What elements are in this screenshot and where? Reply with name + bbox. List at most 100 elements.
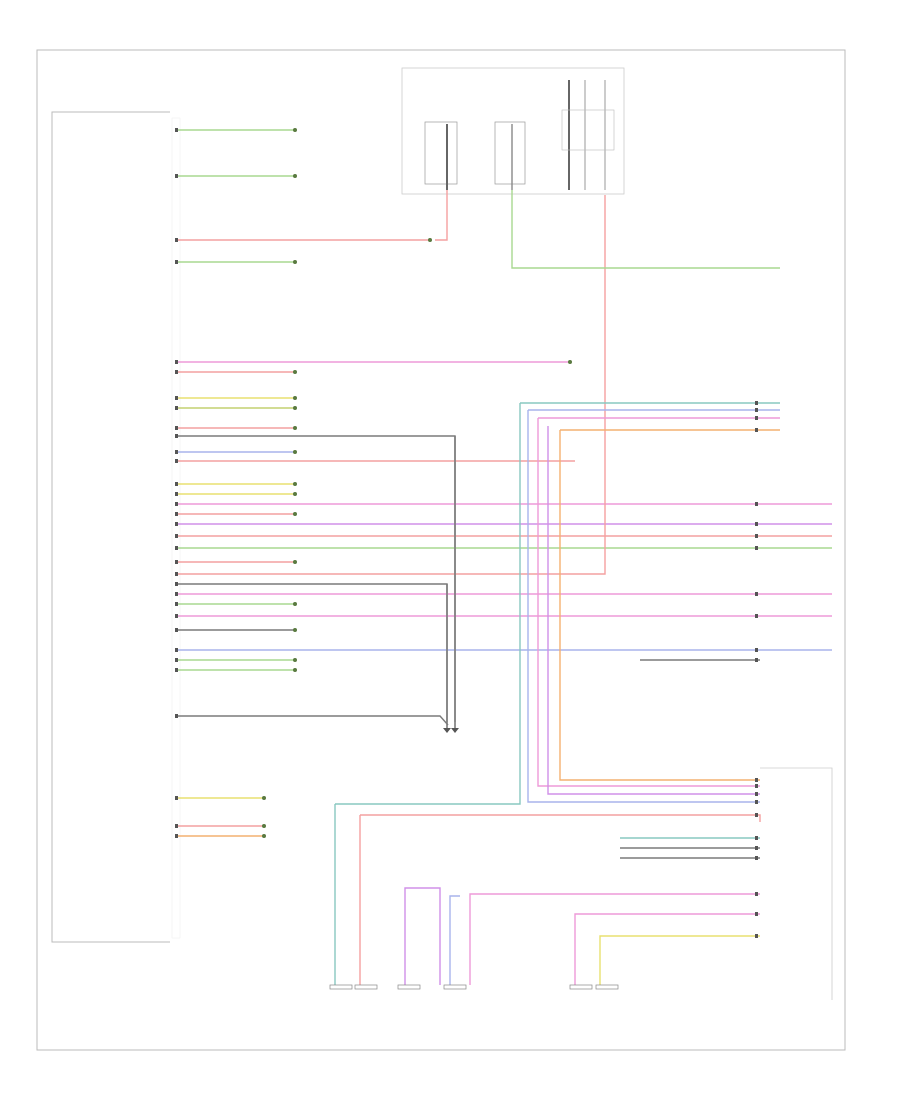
module-pin-2 [175, 174, 178, 178]
fuse-block [561, 80, 615, 190]
right-terminal-18 [755, 836, 758, 840]
module-pin-25 [175, 614, 178, 618]
module-pin-5 [175, 360, 178, 364]
right-terminal-10 [755, 614, 758, 618]
wire-violet-drop [547, 426, 760, 795]
module-pin-23 [175, 592, 178, 596]
wire-pin-30 [178, 715, 449, 726]
connector-bracket-right [760, 767, 833, 1000]
wire-pink-bottom-b [574, 913, 760, 985]
right-terminal-13 [755, 778, 758, 782]
module-pin-22 [175, 582, 178, 586]
module-pin-6 [175, 370, 178, 374]
wire-pin-21 [178, 195, 606, 575]
right-terminal-11 [755, 648, 758, 652]
wire-end-28 [293, 658, 297, 662]
right-terminal-5 [755, 502, 758, 506]
wire-end-14 [293, 492, 297, 496]
wire-violet-bottom [404, 887, 441, 985]
module-pin-33 [175, 834, 178, 838]
wire-blue-bottom [449, 895, 460, 985]
module-pin-13 [175, 482, 178, 486]
module-pin-21 [175, 572, 178, 576]
right-terminal-3 [755, 416, 758, 420]
wire-end-5 [568, 360, 572, 364]
module-pin-27 [175, 648, 178, 652]
wire-relay-green [511, 190, 780, 269]
module-pin-8 [175, 406, 178, 410]
wire-end-4 [293, 260, 297, 264]
module-pin-10 [175, 434, 178, 438]
bottom-connector-6 [595, 984, 619, 990]
wire-end-31 [262, 796, 266, 800]
right-terminal-7 [755, 534, 758, 538]
wire-yellow-bottom [599, 935, 760, 985]
wire-blue-drop [527, 410, 760, 803]
wire-teal-drop [335, 403, 521, 805]
wire-end-33 [262, 834, 266, 838]
module-pin-7 [175, 396, 178, 400]
connector-group [175, 128, 758, 990]
wire-end-11 [293, 450, 297, 454]
module-pin-20 [175, 560, 178, 564]
wire-end-32 [262, 824, 266, 828]
wire-fuse-red-vertical [435, 190, 448, 241]
fuse-relay-box [401, 67, 625, 195]
module-pin-9 [175, 426, 178, 430]
right-terminal-8 [755, 546, 758, 550]
module-pin-column [171, 117, 181, 939]
module-pin-4 [175, 260, 178, 264]
wire-end-3 [428, 238, 432, 242]
bottom-connector-3 [397, 984, 421, 990]
right-terminal-2 [755, 408, 758, 412]
right-terminal-1 [755, 401, 758, 405]
right-terminal-17 [755, 813, 758, 817]
right-terminal-14 [755, 784, 758, 788]
module-pin-29 [175, 668, 178, 672]
ground-symbol-2 [451, 728, 459, 733]
bottom-connector-1 [329, 984, 353, 990]
wire-end-24 [293, 602, 297, 606]
module-pin-26 [175, 628, 178, 632]
diagram-frame [36, 49, 846, 1051]
module-pin-1 [175, 128, 178, 132]
module-pin-30 [175, 714, 178, 718]
wire-end-9 [293, 426, 297, 430]
right-terminal-15 [755, 792, 758, 796]
wire-pink-bottom-a [469, 893, 760, 985]
relay-2 [494, 121, 526, 190]
wire-end-13 [293, 482, 297, 486]
ground-symbol-1 [443, 728, 451, 733]
right-terminal-21 [755, 892, 758, 896]
right-terminal-22 [755, 912, 758, 916]
module-pin-12 [175, 459, 178, 463]
module-bracket [51, 111, 170, 943]
wire-red-bottom [360, 814, 761, 822]
bottom-connector-2 [354, 984, 378, 990]
wire-orange-drop [559, 430, 760, 781]
module-pin-17 [175, 522, 178, 526]
module-pin-28 [175, 658, 178, 662]
bottom-connector-5 [569, 984, 593, 990]
wire-end-7 [293, 396, 297, 400]
module-pin-31 [175, 796, 178, 800]
right-terminal-9 [755, 592, 758, 596]
module-pin-3 [175, 238, 178, 242]
module-pin-11 [175, 450, 178, 454]
module-pin-32 [175, 824, 178, 828]
wire-end-16 [293, 512, 297, 516]
wire-end-26 [293, 628, 297, 632]
relay-1 [424, 121, 458, 190]
right-terminal-16 [755, 800, 758, 804]
right-terminal-12 [755, 658, 758, 662]
module-pin-16 [175, 512, 178, 516]
right-terminal-20 [755, 856, 758, 860]
wire-end-8 [293, 406, 297, 410]
bottom-connector-4 [443, 984, 467, 990]
wire-group [178, 129, 832, 985]
module-pin-15 [175, 502, 178, 506]
module-pin-14 [175, 492, 178, 496]
wire-end-6 [293, 370, 297, 374]
wire-end-29 [293, 668, 297, 672]
